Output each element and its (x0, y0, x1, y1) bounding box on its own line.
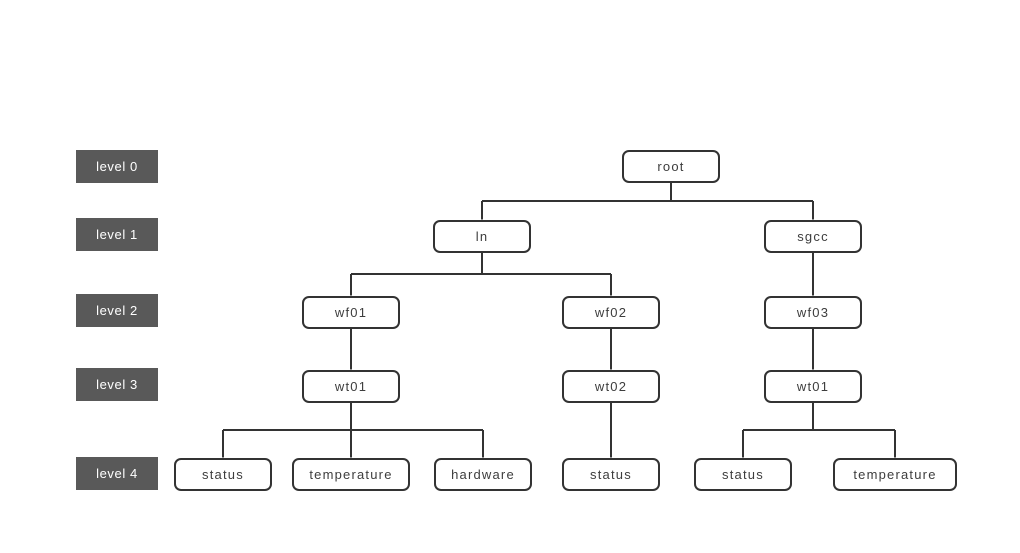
tree-node-ln: ln (433, 219, 531, 253)
level-label-level-4: level 4 (76, 456, 158, 490)
tree-node-wf01: wf01 (302, 295, 400, 329)
tree-node-wt02: wt02 (562, 369, 660, 403)
tree-node-status-2: status (562, 457, 660, 491)
tree-edge-path (222, 182, 896, 458)
level-label-level-2: level 2 (76, 293, 158, 327)
tree-node-wf03: wf03 (764, 295, 862, 329)
tree-node-status-3: status (694, 457, 792, 491)
level-label-level-1: level 1 (76, 217, 158, 251)
tree-node-wf02: wf02 (562, 295, 660, 329)
tree-node-temperature-1: temperature (292, 457, 410, 491)
tree-node-root: root (622, 149, 720, 183)
tree-node-wt01-sgcc: wt01 (764, 369, 862, 403)
tree-node-temperature-2: temperature (833, 457, 957, 491)
tree-node-sgcc: sgcc (764, 219, 862, 253)
tree-node-status-1: status (174, 457, 272, 491)
level-label-level-0: level 0 (76, 149, 158, 183)
level-label-level-3: level 3 (76, 367, 158, 401)
tree-node-hardware-1: hardware (434, 457, 532, 491)
tree-node-wt01-ln: wt01 (302, 369, 400, 403)
